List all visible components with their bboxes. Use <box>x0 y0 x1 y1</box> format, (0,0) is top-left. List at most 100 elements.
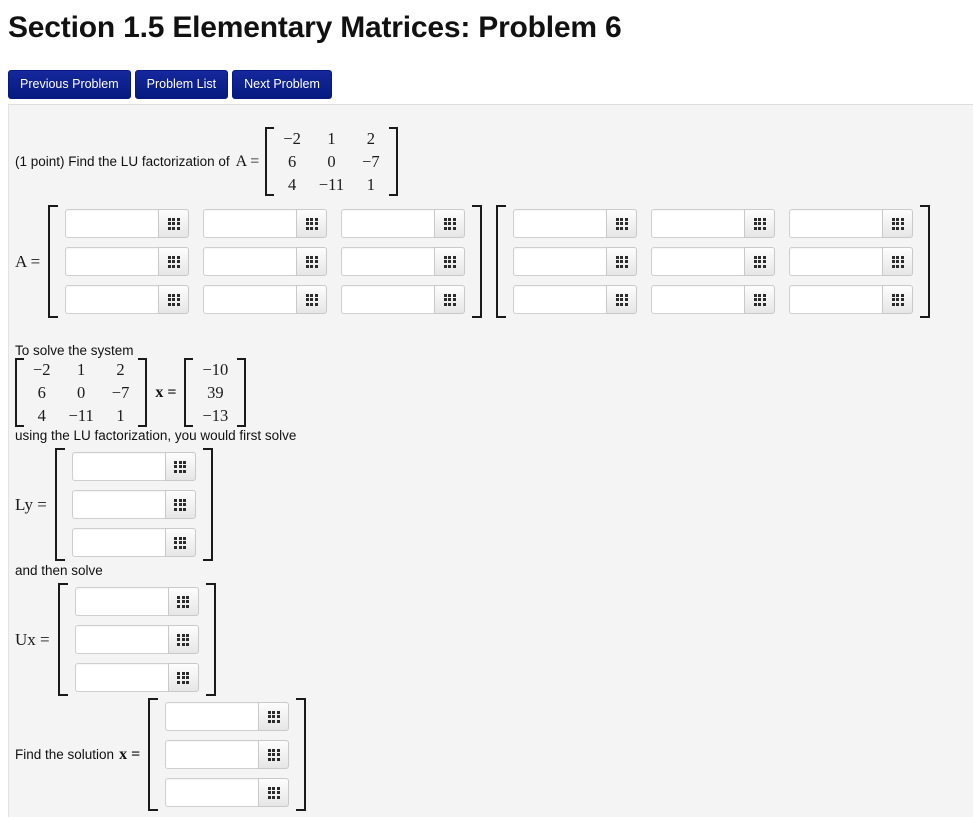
matrix-grid-icon[interactable] <box>258 740 290 769</box>
input-field[interactable] <box>789 285 883 314</box>
system-rhs-vector: −10 39 −13 <box>184 358 247 427</box>
matrix-grid-icon[interactable] <box>164 528 196 557</box>
input-u-r2c2[interactable] <box>651 247 776 276</box>
ly-answer-row: Ly = <box>15 448 213 561</box>
matrix-grid-icon[interactable] <box>167 587 199 616</box>
matrix-grid-icon[interactable] <box>167 625 199 654</box>
vector-solution-grid <box>158 698 296 811</box>
input-field[interactable] <box>651 209 745 238</box>
matrix-grid-icon[interactable] <box>882 247 914 276</box>
matrix-grid-icon[interactable] <box>882 285 914 314</box>
matrix-grid-icon[interactable] <box>744 247 776 276</box>
problem-points-text: (1 point) Find the LU factorization of <box>15 154 230 169</box>
matrix-grid-icon[interactable] <box>606 285 638 314</box>
input-field[interactable] <box>74 663 168 692</box>
input-l-r2c2[interactable] <box>203 247 328 276</box>
input-field[interactable] <box>74 625 168 654</box>
cell: −13 <box>202 406 229 425</box>
input-field[interactable] <box>203 247 297 276</box>
matrix-grid-icon[interactable] <box>744 209 776 238</box>
input-solution-r3[interactable] <box>165 778 290 807</box>
bracket-right <box>202 448 213 561</box>
input-ux-r3[interactable] <box>74 663 199 692</box>
matrix-grid-icon[interactable] <box>606 247 638 276</box>
input-u-r3c3[interactable] <box>789 285 914 314</box>
input-field[interactable] <box>71 490 165 519</box>
matrix-grid-icon[interactable] <box>296 285 328 314</box>
input-field[interactable] <box>341 247 435 276</box>
input-solution-r1[interactable] <box>165 702 290 731</box>
input-field[interactable] <box>74 587 168 616</box>
input-field[interactable] <box>789 247 883 276</box>
input-u-r1c3[interactable] <box>789 209 914 238</box>
input-l-r3c3[interactable] <box>341 285 466 314</box>
matrix-grid-icon[interactable] <box>606 209 638 238</box>
input-field[interactable] <box>65 285 159 314</box>
input-l-r2c3[interactable] <box>341 247 466 276</box>
input-field[interactable] <box>71 528 165 557</box>
cell: −7 <box>362 152 380 171</box>
matrix-grid-icon[interactable] <box>167 663 199 692</box>
input-field[interactable] <box>65 247 159 276</box>
previous-problem-button[interactable]: Previous Problem <box>8 70 131 99</box>
input-u-r3c1[interactable] <box>513 285 638 314</box>
input-field[interactable] <box>165 702 259 731</box>
input-field[interactable] <box>513 247 607 276</box>
input-l-r1c1[interactable] <box>65 209 190 238</box>
input-field[interactable] <box>341 285 435 314</box>
matrix-grid-icon[interactable] <box>158 285 190 314</box>
input-l-r1c3[interactable] <box>341 209 466 238</box>
cell: 4 <box>37 406 46 425</box>
matrix-grid-icon[interactable] <box>158 209 190 238</box>
bracket-left <box>184 358 194 427</box>
matrix-grid-icon[interactable] <box>744 285 776 314</box>
input-l-r1c2[interactable] <box>203 209 328 238</box>
input-ux-r2[interactable] <box>74 625 199 654</box>
matrix-grid-icon[interactable] <box>164 490 196 519</box>
system-matrix-values: −2 1 2 6 0 −7 4 −11 1 <box>24 358 138 427</box>
input-field[interactable] <box>203 209 297 238</box>
vector-solution-input-group <box>148 698 307 811</box>
bracket-right <box>920 205 931 318</box>
input-ux-r1[interactable] <box>74 587 199 616</box>
input-y-r3[interactable] <box>71 528 196 557</box>
input-u-r2c1[interactable] <box>513 247 638 276</box>
input-field[interactable] <box>513 285 607 314</box>
bracket-left <box>15 358 24 427</box>
input-field[interactable] <box>71 452 165 481</box>
matrix-grid-icon[interactable] <box>434 247 466 276</box>
input-u-r1c1[interactable] <box>513 209 638 238</box>
input-field[interactable] <box>203 285 297 314</box>
input-field[interactable] <box>341 209 435 238</box>
matrix-grid-icon[interactable] <box>434 209 466 238</box>
input-u-r1c2[interactable] <box>651 209 776 238</box>
input-u-r3c2[interactable] <box>651 285 776 314</box>
problem-list-button[interactable]: Problem List <box>134 70 229 99</box>
input-field[interactable] <box>789 209 883 238</box>
cell: 2 <box>116 360 125 379</box>
matrix-grid-icon[interactable] <box>258 778 290 807</box>
input-field[interactable] <box>513 209 607 238</box>
input-u-r2c3[interactable] <box>789 247 914 276</box>
input-field[interactable] <box>651 247 745 276</box>
input-field[interactable] <box>65 209 159 238</box>
matrix-grid-icon[interactable] <box>434 285 466 314</box>
input-solution-r2[interactable] <box>165 740 290 769</box>
input-l-r3c2[interactable] <box>203 285 328 314</box>
input-field[interactable] <box>165 740 259 769</box>
input-field[interactable] <box>165 778 259 807</box>
bracket-left <box>265 127 275 196</box>
next-problem-button[interactable]: Next Problem <box>232 70 332 99</box>
matrix-grid-icon[interactable] <box>296 209 328 238</box>
matrix-grid-icon[interactable] <box>164 452 196 481</box>
matrix-grid-icon[interactable] <box>158 247 190 276</box>
matrix-grid-icon[interactable] <box>296 247 328 276</box>
matrix-grid-icon[interactable] <box>258 702 290 731</box>
input-y-r2[interactable] <box>71 490 196 519</box>
input-y-r1[interactable] <box>71 452 196 481</box>
input-l-r2c1[interactable] <box>65 247 190 276</box>
input-l-r3c1[interactable] <box>65 285 190 314</box>
matrix-grid-icon[interactable] <box>882 209 914 238</box>
input-field[interactable] <box>651 285 745 314</box>
